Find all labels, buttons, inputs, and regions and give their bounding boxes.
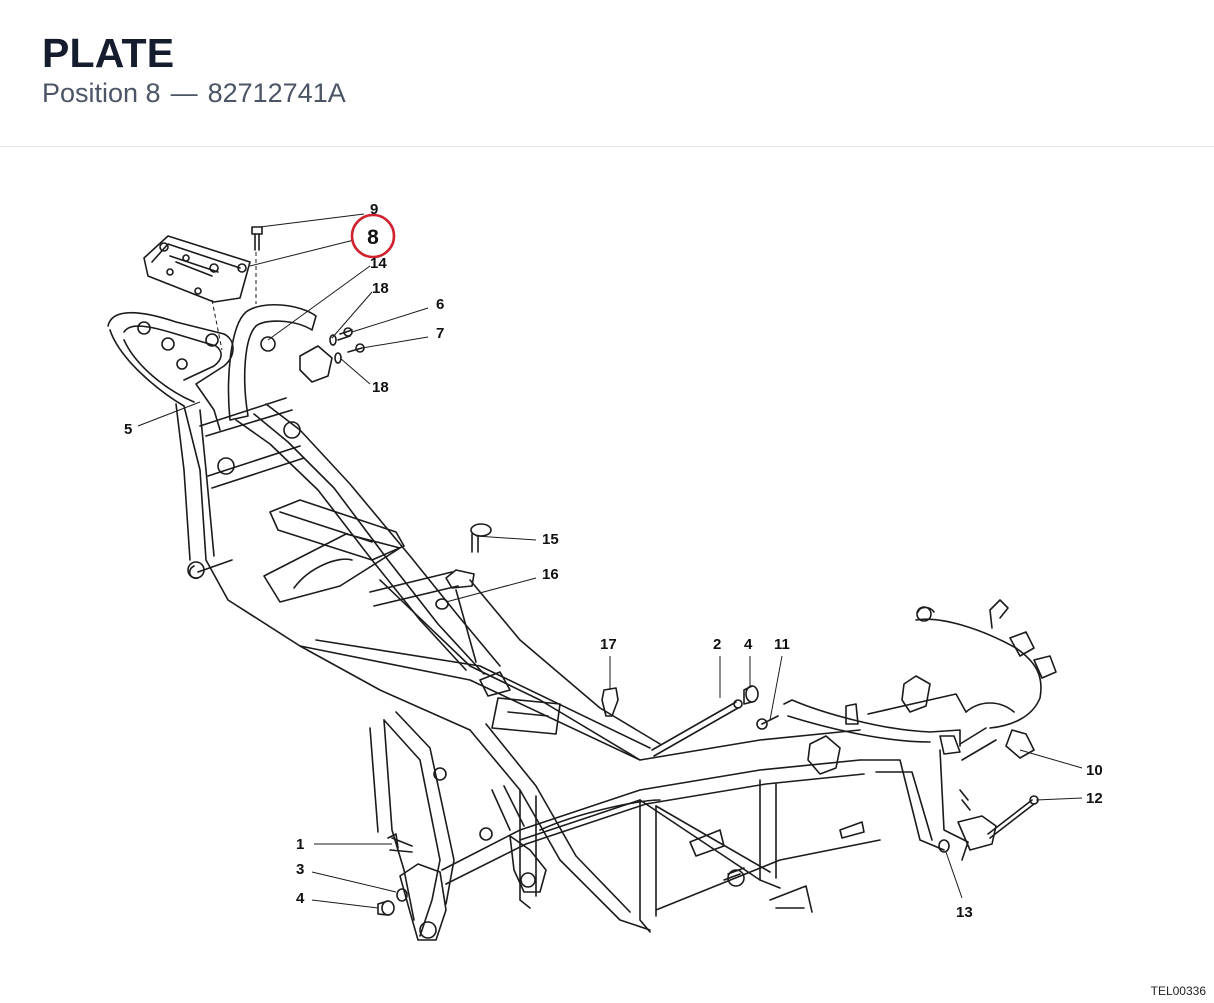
highlight-circle	[350, 213, 396, 259]
rear-subframe-loop	[107, 311, 234, 431]
callout-13[interactable]: 13	[956, 904, 973, 921]
bushing-part[interactable]	[396, 888, 408, 902]
long-bolt-part[interactable]	[651, 699, 743, 757]
callout-15[interactable]: 15	[542, 531, 559, 548]
plate-part[interactable]	[143, 235, 251, 303]
callout-4-lower[interactable]: 4	[296, 890, 305, 907]
callout-14[interactable]: 14	[370, 255, 387, 272]
separator: —	[170, 78, 198, 108]
callout-12[interactable]: 12	[1086, 790, 1103, 807]
position-label: Position 8	[42, 78, 161, 108]
mount-plate-part[interactable]	[445, 569, 475, 589]
spacer-part[interactable]	[377, 900, 395, 916]
callout-2[interactable]: 2	[713, 636, 721, 653]
page-title: PLATE	[42, 30, 175, 76]
page-subtitle: Position 8 — 82712741A	[42, 78, 346, 109]
callout-7[interactable]: 7	[436, 325, 444, 342]
callout-10[interactable]: 10	[1086, 762, 1103, 779]
callout-5[interactable]: 5	[124, 421, 132, 438]
callout-4-upper[interactable]: 4	[744, 636, 753, 653]
callout-labels: 9 8 14 18 6 7 18 5 15 16 17 2 4 11 10 12…	[124, 201, 1103, 921]
callout-11[interactable]: 11	[774, 636, 790, 653]
spacer-part[interactable]	[743, 685, 759, 705]
callout-3[interactable]: 3	[296, 861, 304, 878]
callout-9[interactable]: 9	[370, 201, 378, 218]
screw-part[interactable]	[251, 226, 263, 251]
exploded-parts-diagram: 9 8 14 18 6 7 18 5 15 16 17 2 4 11 10 12…	[107, 201, 1103, 941]
callout-1[interactable]: 1	[296, 836, 304, 853]
bolt-part[interactable]	[470, 523, 492, 553]
callout-8-highlighted[interactable]: 8	[367, 226, 379, 249]
bolt-part[interactable]	[334, 343, 365, 364]
screw-part[interactable]	[756, 715, 779, 730]
part-number: 82712741A	[207, 78, 346, 108]
nut-part[interactable]	[938, 839, 950, 853]
callout-18-upper[interactable]: 18	[372, 280, 389, 297]
callout-17[interactable]: 17	[600, 636, 617, 653]
leader-lines	[137, 213, 1083, 909]
figure-reference: TEL00336	[1150, 984, 1206, 998]
page-header: PLATE Position 8 — 82712741A	[0, 0, 1214, 147]
callout-6[interactable]: 6	[436, 296, 444, 313]
callout-16[interactable]: 16	[542, 566, 559, 583]
plug-part[interactable]	[601, 687, 619, 717]
callout-18-lower[interactable]: 18	[372, 379, 389, 396]
nut-part[interactable]	[435, 598, 449, 610]
grab-handle-part[interactable]	[227, 303, 333, 421]
